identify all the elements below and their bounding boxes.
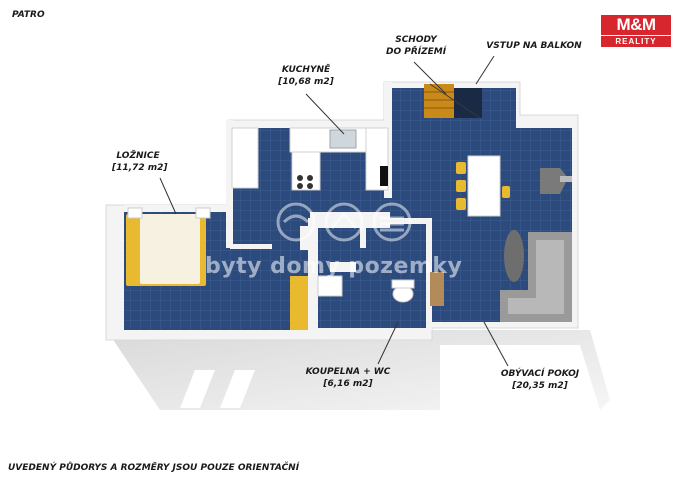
fireplace	[540, 168, 572, 194]
stairs-line1: SCHODY	[395, 35, 437, 45]
room-area: [11,72 m2]	[112, 163, 168, 173]
logo-brand: M&M	[601, 15, 671, 35]
logo-sub: REALITY	[601, 36, 671, 47]
building-shadow	[112, 330, 610, 410]
room-area: [20,35 m2]	[512, 381, 568, 391]
realty-logo: M&M REALITY	[601, 15, 671, 47]
room-area: [6,16 m2]	[323, 379, 373, 389]
callout-lines	[159, 55, 509, 367]
room-label-stairs: SCHODY DO PŘÍZEMÍ	[386, 34, 446, 58]
room-label-kitchen: KUCHYNĚ [10,68 m2]	[278, 64, 334, 88]
dining-set	[456, 155, 510, 217]
room-label-balcony: VSTUP NA BALKON	[486, 41, 582, 51]
room-name: KUCHYNĚ	[281, 65, 331, 75]
room-name: OBÝVACÍ POKOJ	[500, 369, 580, 379]
room-name: LOŽNICE	[116, 151, 160, 161]
stairs-line2: DO PŘÍZEMÍ	[386, 47, 447, 57]
sofa	[500, 230, 572, 322]
watermark-text: byty domy pozemky	[205, 254, 463, 279]
room-label-bedroom: LOŽNICE [11,72 m2]	[112, 150, 168, 174]
room-label-living: OBÝVACÍ POKOJ [20,35 m2]	[488, 368, 592, 392]
staircase	[424, 83, 482, 119]
watermark-logo	[276, 202, 412, 242]
floor-label: PATRO	[12, 10, 45, 20]
room-area: [10,68 m2]	[278, 77, 334, 87]
room-label-bathroom: KOUPELNA + WC [6,16 m2]	[300, 366, 396, 390]
kitchen-counter	[231, 127, 389, 191]
bed	[126, 207, 211, 286]
bathroom-fixtures	[290, 272, 444, 330]
room-name: KOUPELNA + WC	[305, 367, 391, 377]
disclaimer: UVEDENÝ PŮDORYS A ROZMĚRY JSOU POUZE ORI…	[8, 463, 300, 473]
